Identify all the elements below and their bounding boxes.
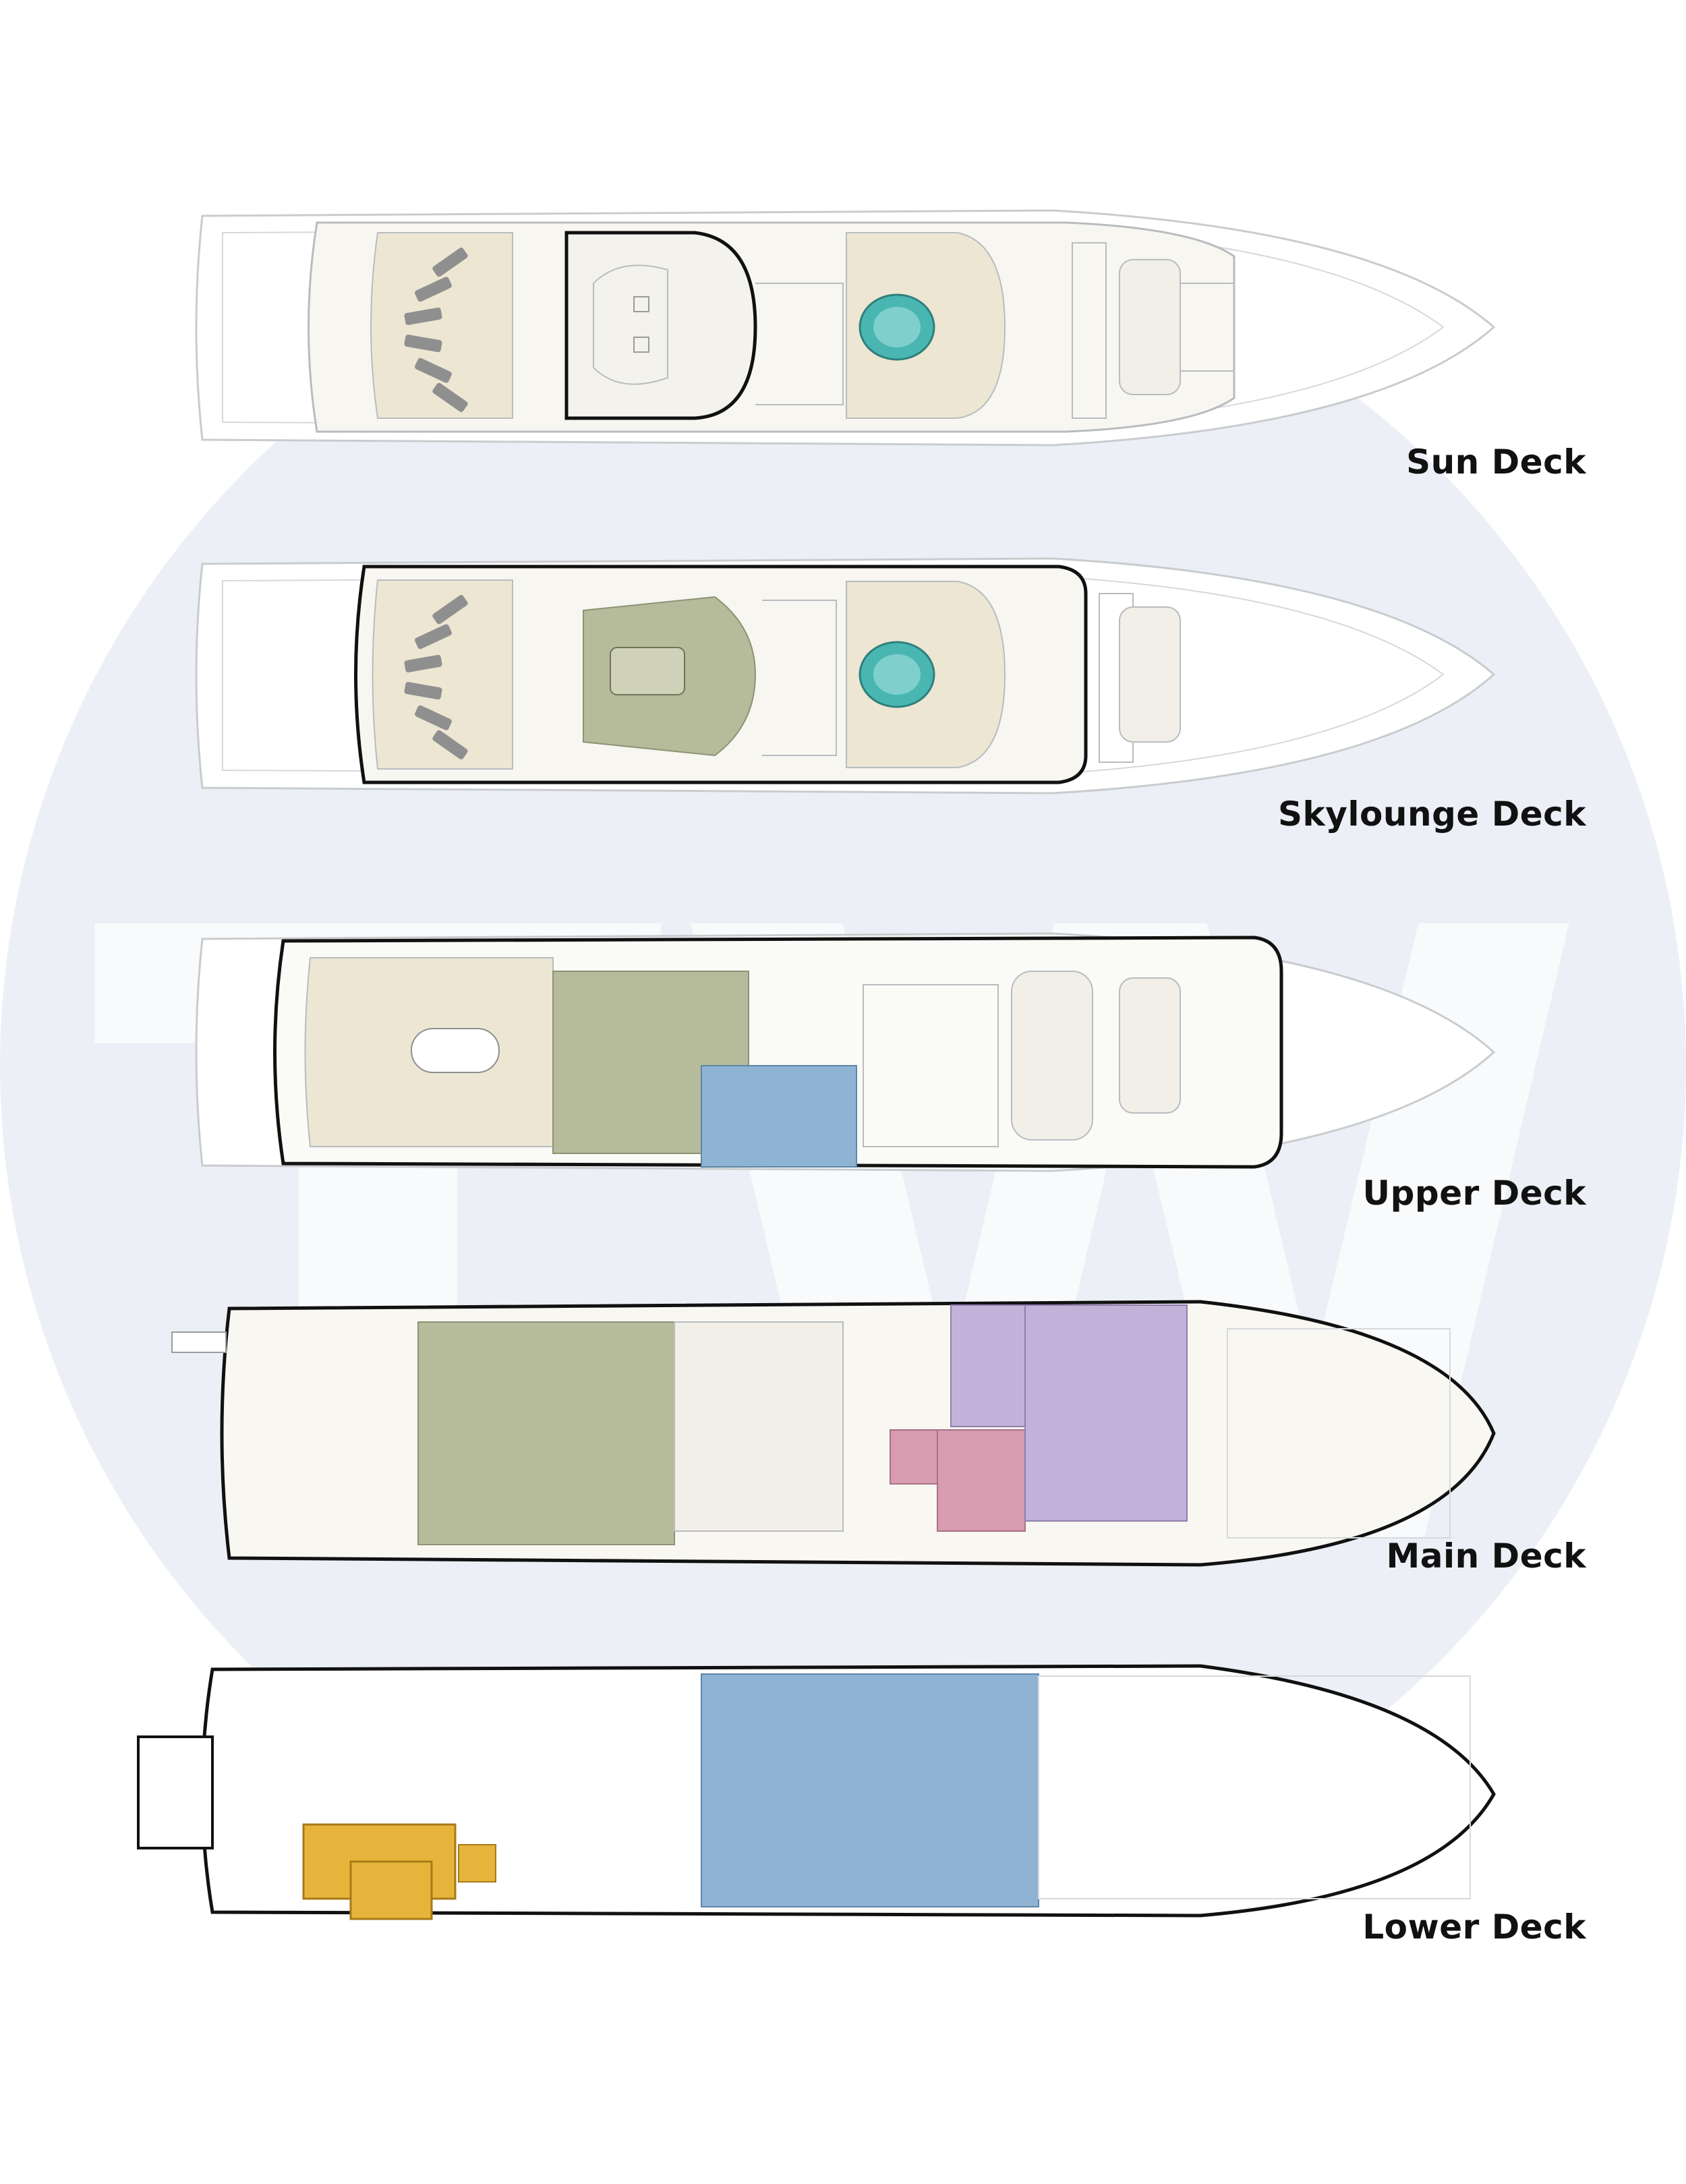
deck-label-sun: Sun Deck — [1406, 442, 1586, 482]
deck-label-lower: Lower Deck — [1362, 1907, 1586, 1947]
lower-deck-plan — [137, 1664, 1496, 1920]
svg-text:TW: TW — [90, 755, 1595, 1737]
deck-label-skylounge: Skylounge Deck — [1278, 795, 1586, 834]
deck-label-upper: Upper Deck — [1362, 1174, 1586, 1213]
main-deck-plan — [171, 1300, 1496, 1567]
upper-deck-plan — [195, 932, 1496, 1172]
deck-label-main: Main Deck — [1386, 1536, 1586, 1576]
sun-deck-plan — [195, 209, 1496, 447]
skylounge-deck-plan — [195, 557, 1496, 795]
